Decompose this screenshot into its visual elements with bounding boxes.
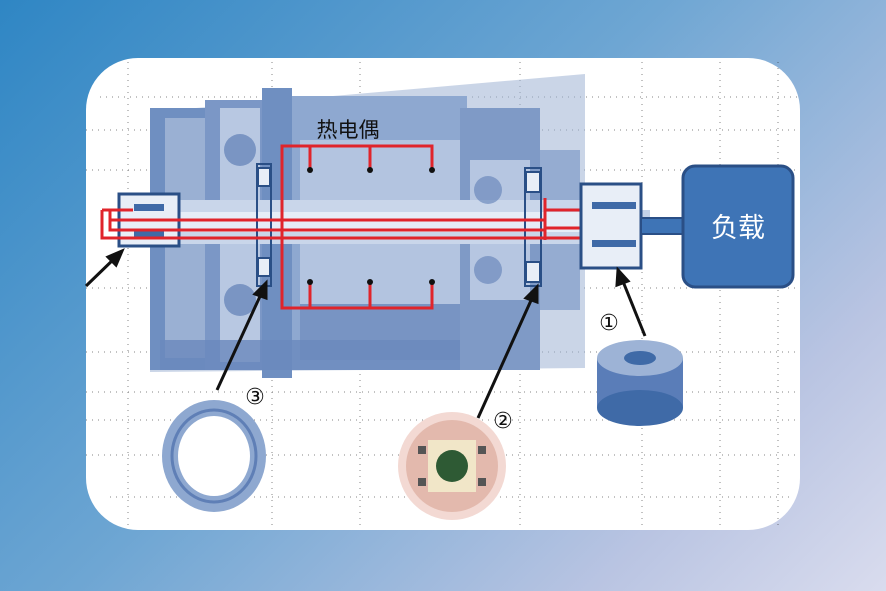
thermocouple-label: 热电偶	[317, 118, 380, 142]
callout-3: ③	[245, 385, 265, 410]
rotor-sensor-right	[524, 167, 542, 287]
motor-body	[150, 74, 650, 378]
arrowhead-3	[252, 279, 268, 301]
slip-ring-component-1	[597, 340, 683, 426]
callout-2: ②	[493, 409, 513, 434]
arrowhead-left	[105, 248, 125, 268]
load-box: 负载	[681, 164, 795, 289]
arrowhead-1	[615, 266, 631, 288]
load-shaft	[640, 217, 686, 235]
callout-1: ①	[599, 311, 619, 336]
ring-component-3	[162, 400, 266, 512]
pointer-arrows	[84, 248, 647, 419]
right-slip-ring-box	[579, 182, 643, 270]
pcb-component-2	[398, 412, 506, 520]
load-label: 负载	[711, 213, 765, 244]
arrowhead-2	[523, 283, 539, 305]
thermocouple-junctions	[307, 167, 435, 285]
